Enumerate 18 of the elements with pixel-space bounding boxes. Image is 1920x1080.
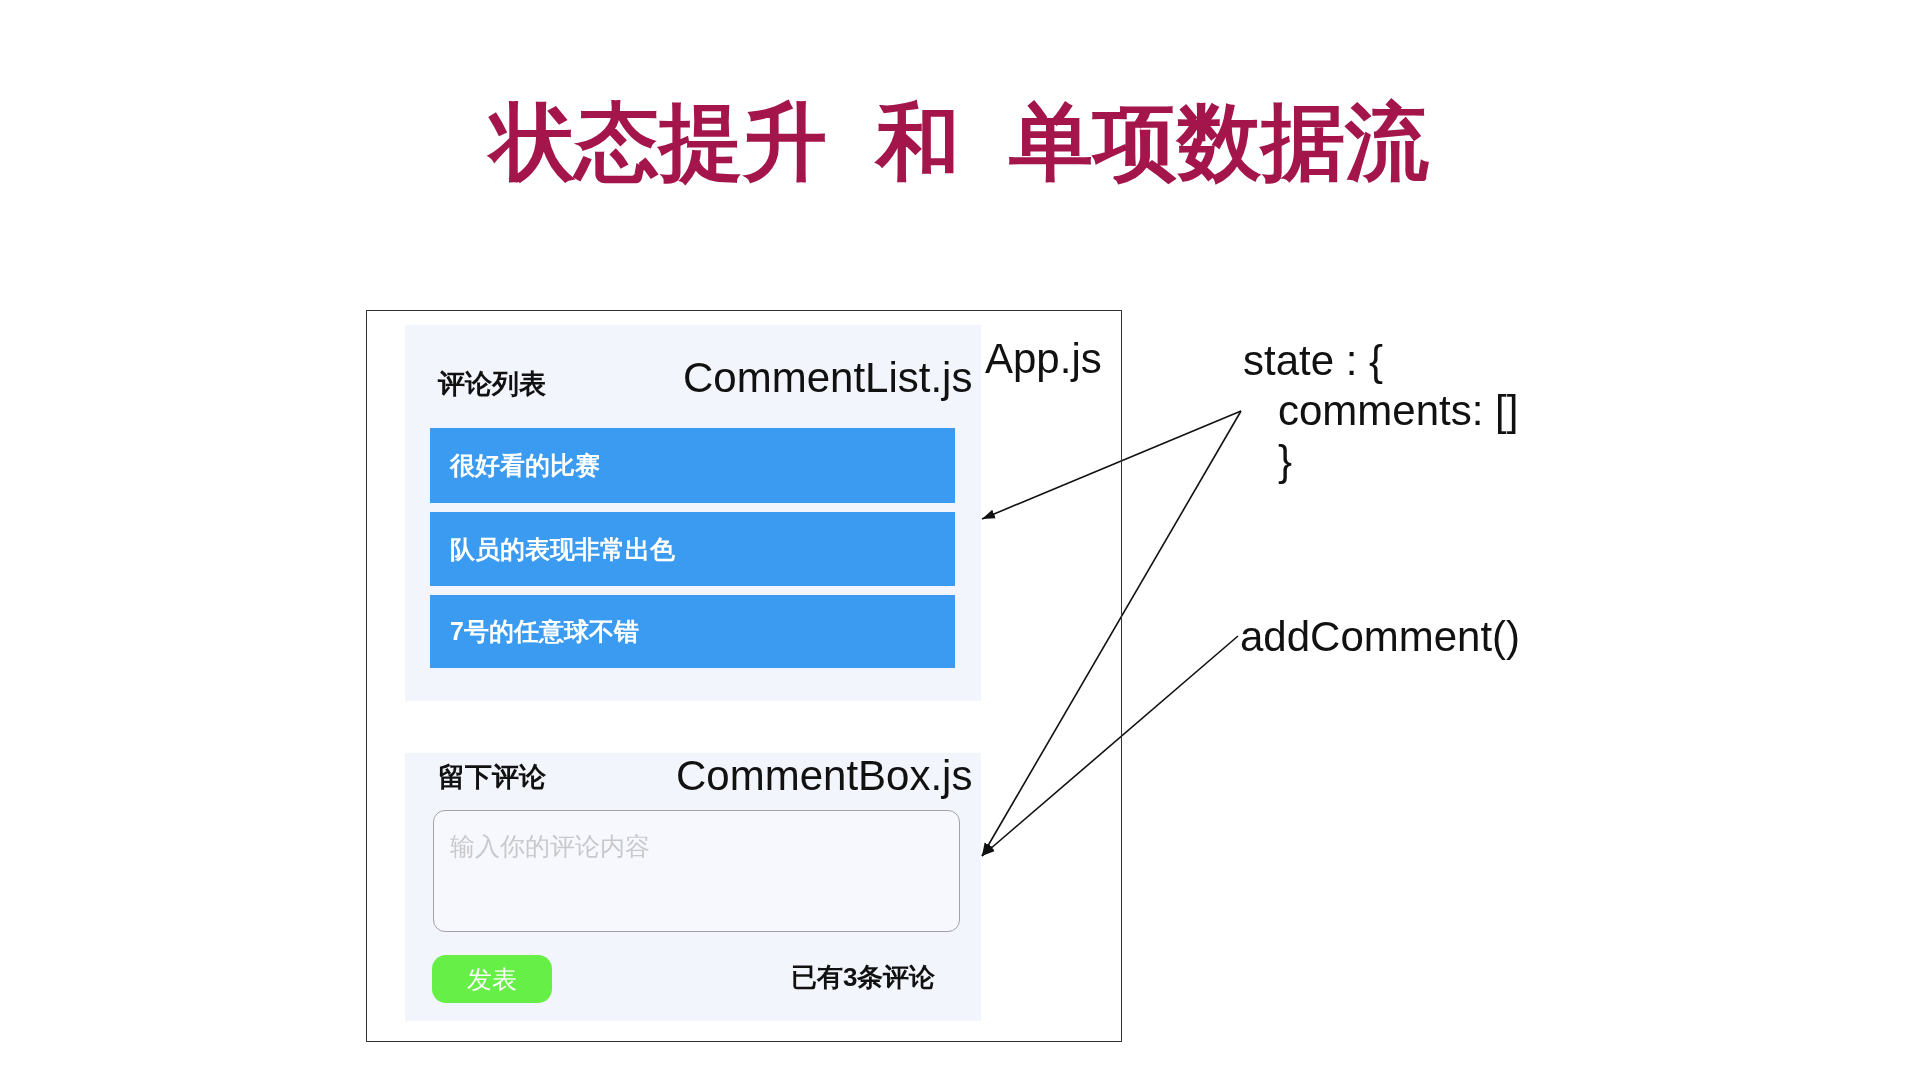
- comment-item: 很好看的比赛: [430, 428, 955, 503]
- comment-box-panel: [405, 753, 981, 1021]
- arrow: [981, 410, 1242, 857]
- comment-item: 队员的表现非常出色: [430, 512, 955, 586]
- comment-item: 7号的任意球不错: [430, 595, 955, 668]
- file-name-label: CommentBox.js: [676, 751, 973, 801]
- app-frame: [366, 310, 1122, 1042]
- panel-heading: 评论列表: [438, 368, 546, 401]
- method-name-text: addComment(): [1240, 612, 1530, 662]
- arrow: [981, 635, 1239, 857]
- state-code-text: state : { comments: [] }: [1243, 336, 1530, 486]
- file-name-label: App.js: [985, 334, 1102, 384]
- arrow: [981, 410, 1242, 520]
- file-name-label: CommentList.js: [683, 353, 973, 403]
- comment-count-text: 已有3条评论: [791, 961, 936, 994]
- comment-list-panel: [405, 325, 981, 701]
- publish-button: 发表: [432, 955, 552, 1003]
- panel-heading: 留下评论: [438, 761, 546, 794]
